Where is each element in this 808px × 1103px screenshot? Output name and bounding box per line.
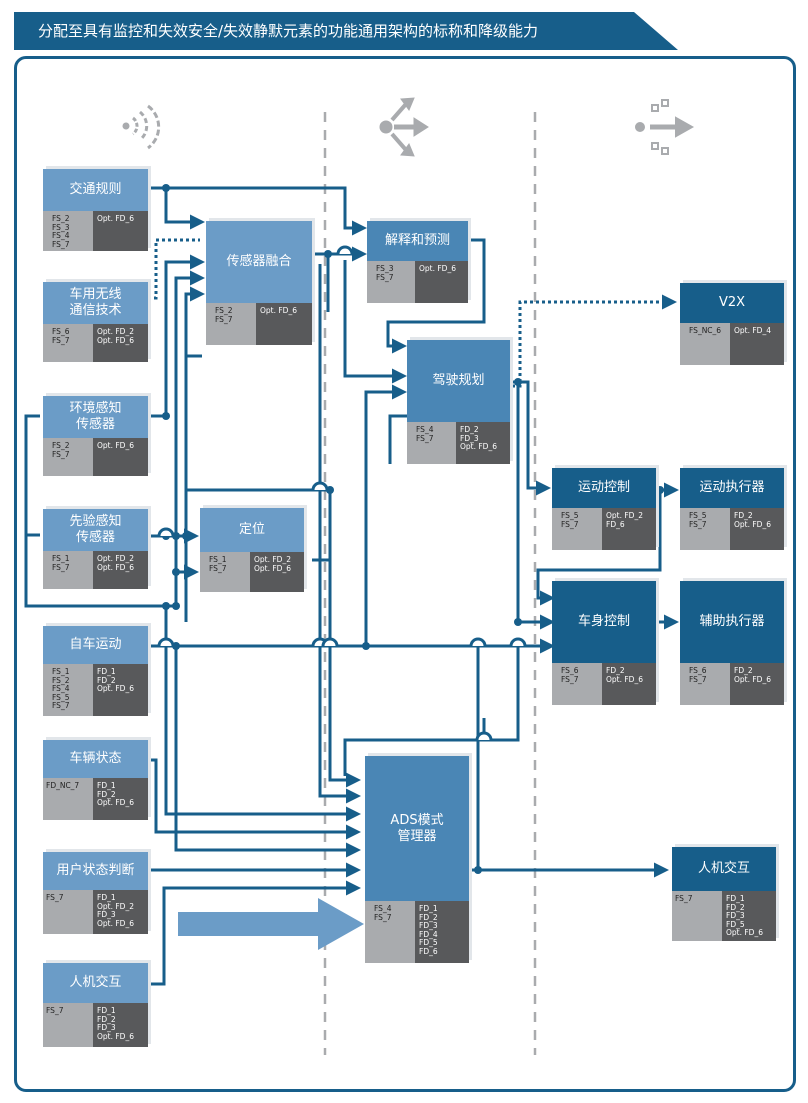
- block-label: 传感器融合: [206, 221, 312, 303]
- failsafe-list: FS_1 FS_7: [200, 552, 250, 592]
- act-icon: [635, 99, 695, 155]
- failsafe-list: FS_7: [672, 891, 722, 941]
- block-label: 车辆状态: [43, 740, 148, 778]
- block-motion-actuator[interactable]: 运动执行器 FS_5 FS_7 FD_2 Opt. FD_6: [680, 465, 787, 550]
- failsafe-list: FS_3 FS_7: [367, 261, 415, 303]
- block-prior-sensor[interactable]: 先验感知 传感器 FS_1 FS_7 Opt. FD_2 Opt. FD_6: [43, 506, 151, 589]
- block-user-state[interactable]: 用户状态判断 FS_7 FD_1 Opt. FD_2 FD_3 Opt. FD_…: [43, 849, 151, 934]
- failure-degradation-list: FD_1 FD_2 Opt. FD_6: [93, 664, 148, 716]
- block-body-control[interactable]: 车身控制 FS_6 FS_7 FD_2 Opt. FD_6: [552, 578, 659, 705]
- big-arrow: [178, 898, 364, 950]
- failure-degradation-list: Opt. FD_6: [415, 261, 468, 303]
- sense-icon: [122, 104, 161, 150]
- block-interpret-predict[interactable]: 解释和预测 FS_3 FS_7 Opt. FD_6: [367, 218, 471, 303]
- failure-degradation-list: FD_2 Opt. FD_6: [730, 508, 784, 550]
- block-ads-mode-manager[interactable]: ADS模式 管理器 FS_4 FS_7 FD_1 FD_2 FD_3 FD_4 …: [365, 753, 472, 963]
- block-label: 解释和预测: [367, 221, 468, 261]
- block-v2x-communication[interactable]: 车用无线 通信技术 FS_6 FS_7 Opt. FD_2 Opt. FD_6: [43, 279, 151, 362]
- block-label: 定位: [200, 508, 304, 552]
- dotted-wires: [148, 238, 677, 388]
- block-environment-sensor[interactable]: 环境感知 传感器 FS_2 FS_7 Opt. FD_6: [43, 393, 151, 476]
- block-traffic-rules[interactable]: 交通规则 FS_2 FS_3 FS_4 FS_7 Opt. FD_6: [43, 166, 151, 251]
- block-label: 运动控制: [552, 468, 656, 508]
- block-label: 驾驶规划: [407, 340, 510, 422]
- block-label: 先验感知 传感器: [43, 509, 148, 551]
- block-vehicle-state[interactable]: 车辆状态 FD_NC_7 FD_1 FD_2 Opt. FD_6: [43, 737, 151, 820]
- failure-degradation-list: Opt. FD_2 Opt. FD_6: [250, 552, 304, 592]
- failure-degradation-list: Opt. FD_6: [93, 438, 148, 476]
- failure-degradation-list: FD_1 FD_2 FD_3 Opt. FD_6: [93, 1003, 148, 1047]
- failure-degradation-list: Opt. FD_2 FD_6: [602, 508, 656, 550]
- failure-degradation-list: FD_2 FD_3 Opt. FD_6: [456, 422, 510, 464]
- page-title: 分配至具有监控和失效安全/失效静默元素的功能通用架构的标称和降级能力: [14, 12, 678, 50]
- failsafe-list: FS_2 FS_3 FS_4 FS_7: [43, 211, 93, 251]
- block-hmi-output[interactable]: 人机交互 FS_7 FD_1 FD_2 FD_3 FD_5 Opt. FD_6: [672, 844, 779, 941]
- failsafe-list: FS_1 FS_2 FS_4 FS_5 FS_7: [43, 664, 93, 716]
- block-sensor-fusion[interactable]: 传感器融合 FS_2 FS_7 Opt. FD_6: [206, 218, 315, 345]
- think-icon: [379, 97, 429, 157]
- block-label: 交通规则: [43, 169, 148, 211]
- block-label: 车身控制: [552, 581, 656, 663]
- block-label: 车用无线 通信技术: [43, 282, 148, 324]
- failsafe-list: FS_4 FS_7: [365, 901, 415, 963]
- block-v2x[interactable]: V2X FS_NC_6 Opt. FD_4: [680, 280, 787, 365]
- block-label: 自车运动: [43, 626, 148, 664]
- failsafe-list: FS_5 FS_7: [552, 508, 602, 550]
- block-label: 用户状态判断: [43, 852, 148, 890]
- block-label: ADS模式 管理器: [365, 756, 469, 901]
- failsafe-list: FS_6 FS_7: [680, 663, 730, 705]
- block-label: V2X: [680, 283, 784, 323]
- failsafe-list: FD_NC_7: [43, 778, 93, 820]
- failure-degradation-list: Opt. FD_6: [93, 211, 148, 251]
- failure-degradation-list: FD_1 FD_2 FD_3 FD_5 Opt. FD_6: [722, 891, 776, 941]
- wire-crossings: [157, 245, 527, 741]
- block-hmi-input[interactable]: 人机交互 FS_7 FD_1 FD_2 FD_3 Opt. FD_6: [43, 960, 151, 1047]
- block-label: 辅助执行器: [680, 581, 784, 663]
- block-label: 环境感知 传感器: [43, 396, 148, 438]
- failsafe-list: FS_2 FS_7: [206, 303, 256, 345]
- failsafe-list: FS_2 FS_7: [43, 438, 93, 476]
- failsafe-list: FS_1 FS_7: [43, 551, 93, 589]
- block-ego-motion[interactable]: 自车运动 FS_1 FS_2 FS_4 FS_5 FS_7 FD_1 FD_2 …: [43, 623, 151, 716]
- failsafe-list: FS_5 FS_7: [680, 508, 730, 550]
- failsafe-list: FS_6 FS_7: [43, 324, 93, 362]
- block-label: 人机交互: [672, 847, 776, 891]
- block-localization[interactable]: 定位 FS_1 FS_7 Opt. FD_2 Opt. FD_6: [200, 505, 307, 592]
- block-driving-planning[interactable]: 驾驶规划 FS_4 FS_7 FD_2 FD_3 Opt. FD_6: [407, 337, 513, 464]
- failure-degradation-list: Opt. FD_2 Opt. FD_6: [93, 324, 148, 362]
- failure-degradation-list: FD_2 Opt. FD_6: [602, 663, 656, 705]
- failsafe-list: FS_4 FS_7: [407, 422, 456, 464]
- failure-degradation-list: Opt. FD_2 Opt. FD_6: [93, 551, 148, 589]
- block-label: 人机交互: [43, 963, 148, 1003]
- failure-degradation-list: FD_2 Opt. FD_6: [730, 663, 784, 705]
- column-separators: [323, 112, 537, 1055]
- failsafe-list: FS_7: [43, 890, 93, 934]
- diagram-frame: [14, 56, 796, 1092]
- failure-degradation-list: Opt. FD_4: [730, 323, 784, 365]
- failure-degradation-list: FD_1 Opt. FD_2 FD_3 Opt. FD_6: [93, 890, 148, 934]
- failsafe-list: FS_NC_6: [680, 323, 730, 365]
- failure-degradation-list: Opt. FD_6: [256, 303, 312, 345]
- failsafe-list: FS_7: [43, 1003, 93, 1047]
- block-auxiliary-actuator[interactable]: 辅助执行器 FS_6 FS_7 FD_2 Opt. FD_6: [680, 578, 787, 705]
- block-label: 运动执行器: [680, 468, 784, 508]
- failure-degradation-list: FD_1 FD_2 Opt. FD_6: [93, 778, 148, 820]
- failsafe-list: FS_6 FS_7: [552, 663, 602, 705]
- failure-degradation-list: FD_1 FD_2 FD_3 FD_4 FD_5 FD_6: [415, 901, 469, 963]
- block-motion-control[interactable]: 运动控制 FS_5 FS_7 Opt. FD_2 FD_6: [552, 465, 659, 550]
